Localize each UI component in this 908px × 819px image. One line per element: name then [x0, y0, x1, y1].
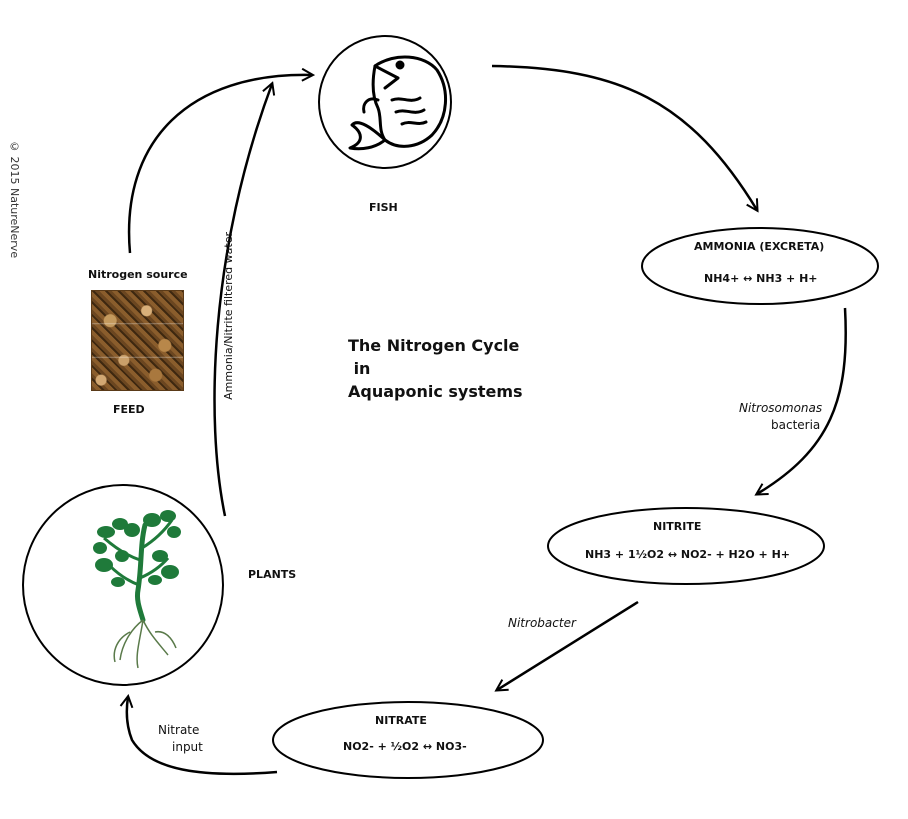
- nitrate-input-label-1: Nitrate: [158, 723, 200, 737]
- fish-node: [318, 35, 452, 169]
- diagram-title: The Nitrogen Cycle in Aquaponic systems: [348, 334, 523, 403]
- nitrosomonas-label: Nitrosomonas: [739, 401, 823, 415]
- nitrate-title: NITRATE: [375, 714, 427, 727]
- feed-label: FEED: [113, 403, 145, 416]
- arrow-fish-to-ammonia: [491, 64, 757, 210]
- nitrobacter-label: Nitrobacter: [508, 616, 576, 630]
- filtered-water-label: Ammonia/Nitrite filtered water: [222, 232, 235, 400]
- plants-node: [22, 484, 224, 686]
- ammonia-title: AMMONIA (EXCRETA): [694, 240, 825, 253]
- feed-pellets-image: [91, 290, 184, 391]
- arrow-feed-to-fish: [127, 75, 312, 254]
- arrow-nitrate-to-plants: [127, 697, 278, 776]
- arrow-nitrite-to-nitrate: [497, 600, 639, 690]
- nitrite-title: NITRITE: [653, 520, 702, 533]
- nitrite-ellipse: [547, 507, 825, 585]
- bacteria-label: bacteria: [771, 418, 821, 432]
- ammonia-equation: NH4+ ↔ NH3 + H+: [704, 272, 818, 285]
- ammonia-ellipse: [641, 227, 879, 305]
- fish-label: FISH: [369, 201, 398, 214]
- plant-icon: [93, 510, 181, 669]
- title-line-3: Aquaponic systems: [348, 382, 523, 401]
- nitrite-equation: NH3 + 1½O2 ↔ NO2- + H2O + H+: [585, 548, 791, 561]
- nitrate-ellipse: [272, 701, 544, 779]
- plants-label: PLANTS: [248, 568, 297, 581]
- fish-icon: [348, 55, 448, 151]
- arrow-ammonia-to-nitrite: [757, 307, 847, 494]
- title-line-2: in: [348, 359, 371, 378]
- nitrate-equation: NO2- + ½O2 ↔ NO3-: [343, 740, 467, 753]
- nitrate-input-label-2: input: [172, 740, 203, 754]
- nitrogen-source-label: Nitrogen source: [88, 268, 188, 281]
- copyright-text: © 2015 NatureNerve: [8, 140, 21, 259]
- title-line-1: The Nitrogen Cycle: [348, 336, 520, 355]
- arrow-plants-to-fish: [213, 84, 272, 517]
